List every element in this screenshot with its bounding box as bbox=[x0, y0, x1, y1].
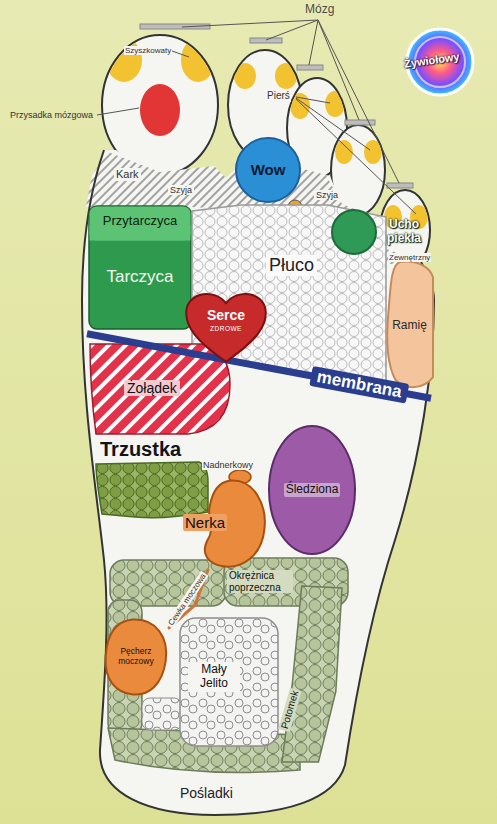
shoulder-shape bbox=[387, 262, 433, 388]
foot-outline bbox=[82, 150, 434, 815]
leader-line bbox=[182, 20, 318, 27]
node-title: Ucho piekła bbox=[375, 218, 433, 246]
toe-zone bbox=[234, 63, 256, 89]
node-title: Śledziona bbox=[284, 483, 341, 497]
toe-zone bbox=[335, 140, 353, 164]
toe-zone bbox=[275, 63, 297, 89]
toe-bar bbox=[345, 120, 375, 125]
colon-shape bbox=[282, 586, 342, 762]
bladder-shape bbox=[106, 619, 167, 694]
leader-line bbox=[97, 108, 139, 115]
organ-circle: Ucho piekła bbox=[332, 207, 433, 257]
leader-line bbox=[296, 99, 416, 214]
node-title: Przytarczyca bbox=[103, 214, 177, 229]
leader-line bbox=[266, 20, 318, 40]
pituitary-zone bbox=[140, 84, 180, 136]
organ-region: Nerka bbox=[183, 478, 267, 570]
node-subtext: ZDROWE bbox=[210, 325, 242, 332]
node-title: Pęcherz moczowy bbox=[109, 647, 163, 667]
toe-zones bbox=[234, 63, 297, 89]
parathyroid-shape bbox=[90, 207, 191, 241]
circle-shape bbox=[332, 210, 376, 254]
foot-sole bbox=[82, 150, 434, 815]
toe-bar bbox=[297, 65, 323, 70]
leader-line bbox=[172, 51, 189, 57]
node-title: Nerka bbox=[183, 514, 227, 531]
node-title: Ramię bbox=[392, 319, 427, 333]
shape-outline bbox=[280, 586, 342, 762]
region-label: Pierś bbox=[266, 90, 291, 102]
organ-region: Trzustka bbox=[96, 438, 208, 520]
organ-region: Ramię bbox=[386, 262, 433, 390]
region-label: Nadnerkowy bbox=[202, 460, 254, 470]
region-label: Przysadka mózgowa bbox=[10, 110, 93, 120]
region-label: Szyszkowaty bbox=[124, 46, 172, 55]
node-title: Okrężnica poprzeczna bbox=[227, 570, 293, 593]
region-label: Szyja bbox=[168, 185, 194, 195]
intestine-shape bbox=[180, 618, 278, 746]
node-subtext: Tarczyca bbox=[106, 267, 173, 287]
leader-line bbox=[309, 20, 318, 65]
node-title: Serce bbox=[207, 307, 245, 323]
leader-line bbox=[318, 20, 359, 120]
region-label: Pośladki bbox=[180, 785, 233, 801]
circle-shape bbox=[236, 138, 300, 202]
organ-circle: Wow bbox=[235, 137, 301, 203]
node-title: Żołądek bbox=[124, 380, 180, 396]
region-label: Kark bbox=[114, 168, 141, 181]
pineal-zone bbox=[106, 38, 142, 82]
leader-line bbox=[296, 98, 370, 150]
organ-region: PrzytarczycaTarczyca bbox=[88, 205, 192, 330]
node-title: Płuco bbox=[266, 255, 317, 276]
organ-region: Mały Jelito bbox=[180, 618, 278, 746]
heart-icon: SerceZDROWE bbox=[184, 288, 268, 364]
pancreas-shape bbox=[96, 462, 208, 518]
node-title: Mały Jelito bbox=[188, 662, 240, 692]
toe-bar bbox=[387, 183, 413, 188]
region-label: Zewnętrzny bbox=[388, 253, 431, 262]
watermark: Żywiołowy bbox=[403, 50, 460, 70]
node-title: Trzustka bbox=[100, 438, 181, 461]
colon-segment bbox=[110, 560, 226, 606]
spleen-shape bbox=[269, 426, 355, 554]
toe-zones bbox=[290, 91, 345, 119]
intestine-loops bbox=[142, 698, 182, 730]
big-toe-zones bbox=[106, 38, 215, 82]
node-title: Wow bbox=[251, 161, 286, 178]
toe-bar bbox=[250, 38, 282, 43]
pineal-zone bbox=[181, 38, 215, 82]
thyroid-shape bbox=[89, 206, 191, 329]
organ-region: Śledziona bbox=[268, 425, 356, 555]
region-label: Szyja bbox=[314, 190, 340, 200]
leader-lines bbox=[97, 20, 416, 214]
organ-region: Potomek bbox=[280, 586, 342, 762]
stomach-shape bbox=[90, 344, 230, 434]
organ-region: Pęcherz moczowy bbox=[103, 618, 169, 696]
toe-zone bbox=[325, 91, 345, 117]
region-label: Mózg bbox=[305, 3, 334, 17]
